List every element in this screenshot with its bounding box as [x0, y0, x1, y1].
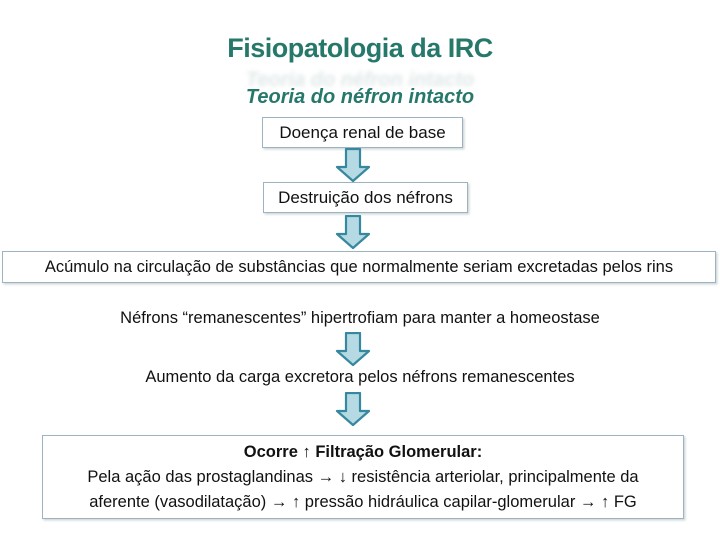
flow-box-accumulation: Acúmulo na circulação de substâncias que…: [2, 251, 716, 283]
page-title: Fisiopatologia da IRC: [227, 33, 493, 63]
slide-subtitle: Teoria do néfron intacto: [245, 86, 475, 108]
down-arrow-icon: [335, 332, 371, 366]
glomerular-filtration-line1: Pela ação das prostaglandinas → ↓ resist…: [87, 467, 639, 486]
down-arrow-icon: [335, 392, 371, 426]
flow-box-nephron-destruction: Destruição dos néfrons: [263, 182, 468, 213]
down-arrow-icon: [335, 215, 371, 249]
flow-box-glomerular-filtration: Ocorre ↑ Filtração Glomerular: Pela ação…: [42, 435, 684, 519]
flow-box-base-disease-label: Doença renal de base: [279, 122, 446, 142]
flow-box-base-disease: Doença renal de base: [262, 117, 463, 148]
glomerular-filtration-line2: aferente (vasodilatação) → ↑ pressão hid…: [89, 492, 637, 511]
flow-box-nephron-destruction-label: Destruição dos néfrons: [278, 187, 453, 207]
down-arrow-icon: [335, 148, 371, 182]
flow-box-accumulation-label: Acúmulo na circulação de substâncias que…: [44, 257, 674, 276]
flow-text-increased-load: Aumento da carga excretora pelos néfrons…: [145, 368, 575, 386]
glomerular-filtration-heading: Ocorre ↑ Filtração Glomerular:: [243, 442, 483, 461]
flow-text-remnant-hypertrophy: Néfrons “remanescentes” hipertrofiam par…: [120, 309, 600, 327]
